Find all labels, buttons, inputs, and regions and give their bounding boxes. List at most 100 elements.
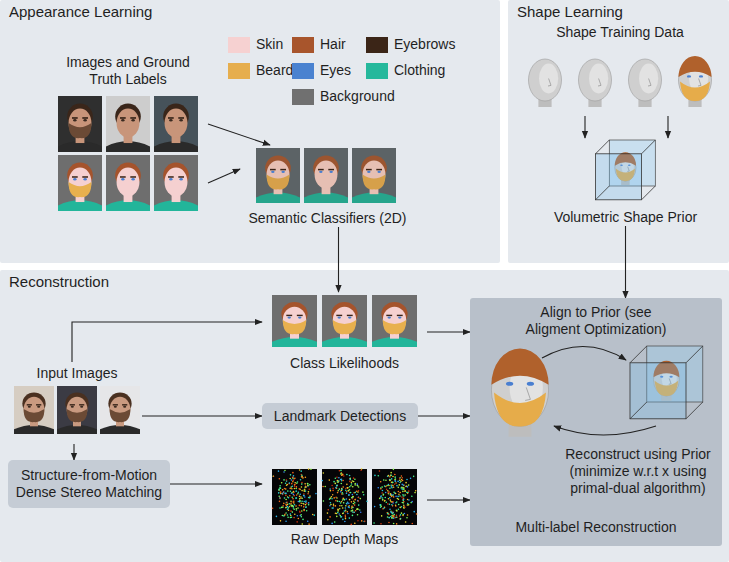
depth-point: [349, 492, 351, 494]
depth-point: [387, 503, 389, 505]
beard-shape: [680, 82, 710, 102]
image-frame: [100, 386, 140, 434]
depth-point: [298, 491, 300, 493]
depth-point: [391, 482, 393, 484]
depth-point: [299, 498, 301, 500]
eyebrow-region: [376, 169, 382, 170]
depth-point: [334, 483, 336, 485]
depth-point: [359, 509, 361, 511]
depth-point: [303, 495, 305, 497]
depth-point: [315, 493, 317, 495]
depth-point: [402, 491, 404, 493]
depth-point: [348, 490, 350, 492]
depth-point: [293, 475, 295, 477]
depth-point: [341, 488, 343, 490]
eye-region: [319, 171, 322, 173]
depth-point: [302, 519, 304, 521]
depth-point: [392, 476, 394, 478]
depth-point: [341, 480, 343, 482]
eyebrow-region: [130, 117, 136, 119]
depth-point: [385, 479, 387, 481]
depth-point: [279, 507, 281, 509]
depth-point: [354, 499, 356, 501]
depth-point: [343, 475, 345, 477]
depth-point: [342, 507, 344, 509]
depth-point: [340, 491, 342, 493]
cube-edge: [596, 140, 610, 154]
depth-point: [280, 491, 282, 493]
depth-point: [380, 504, 382, 506]
panel-title: Reconstruction: [9, 273, 109, 291]
depth-point: [287, 506, 289, 508]
flow-arrow: [418, 415, 470, 416]
legend-label: Eyes: [320, 62, 351, 79]
eyebrow-region: [366, 169, 372, 170]
nose-line: [598, 79, 601, 87]
depth-point: [389, 479, 391, 481]
panel-region: Shape LearningShape Training DataVolumet…: [508, 0, 729, 263]
depth-point: [354, 502, 356, 504]
beard-region: [363, 174, 386, 189]
depth-point: [361, 520, 363, 522]
depth-point: [285, 520, 287, 522]
depth-point: [401, 512, 403, 514]
depth-point: [333, 481, 335, 483]
depth-point: [348, 494, 350, 496]
depth-point: [345, 516, 347, 518]
depth-point: [353, 481, 355, 483]
depth-point: [386, 512, 388, 514]
depth-point: [310, 468, 312, 470]
depth-point: [356, 490, 358, 492]
depth-point: [389, 479, 391, 481]
depth-point: [404, 490, 406, 492]
depth-point: [413, 476, 415, 478]
depth-point: [290, 501, 292, 503]
depth-point: [393, 515, 395, 517]
eye-region: [71, 406, 74, 408]
depth-point: [342, 474, 344, 476]
depth-point: [383, 493, 385, 495]
eyebrow-region: [270, 169, 276, 170]
depth-point: [357, 485, 359, 487]
beard-region: [69, 182, 92, 197]
depth-point: [297, 481, 299, 483]
eye-region: [387, 316, 391, 318]
depth-point: [345, 507, 347, 509]
depth-point: [393, 496, 395, 498]
depth-point: [273, 475, 275, 477]
image-frame: [154, 96, 198, 152]
depth-point: [295, 483, 297, 485]
depth-point: [394, 476, 396, 478]
nose-line: [698, 79, 701, 87]
depth-point: [352, 515, 354, 517]
depth-point: [345, 488, 347, 490]
depth-point: [282, 515, 284, 517]
depth-point: [362, 491, 364, 493]
depth-point: [330, 502, 332, 504]
eyebrow-region: [113, 404, 118, 405]
depth-point: [305, 504, 307, 506]
depth-point: [406, 492, 408, 494]
depth-point: [306, 503, 308, 505]
depth-point: [348, 503, 350, 505]
depth-point: [335, 500, 337, 502]
depth-point: [398, 484, 400, 486]
depth-point: [408, 499, 410, 501]
depth-point: [406, 479, 408, 481]
depth-point: [299, 496, 301, 498]
depth-point: [283, 471, 285, 473]
head-highlight: [639, 64, 658, 94]
depth-point: [347, 487, 349, 489]
depth-point: [290, 517, 292, 519]
depth-point: [390, 499, 392, 501]
depth-point: [341, 488, 343, 490]
depth-point: [342, 513, 344, 515]
depth-point: [335, 505, 337, 507]
image-group: Semantic Classifiers (2D): [240, 145, 415, 227]
depth-point: [386, 485, 388, 487]
depth-point: [281, 482, 283, 484]
eyebrow-region: [36, 404, 41, 405]
node-label: Shape Training Data: [556, 24, 684, 41]
node-label: Volumetric Shape Prior: [554, 209, 697, 226]
depth-point: [347, 487, 349, 489]
